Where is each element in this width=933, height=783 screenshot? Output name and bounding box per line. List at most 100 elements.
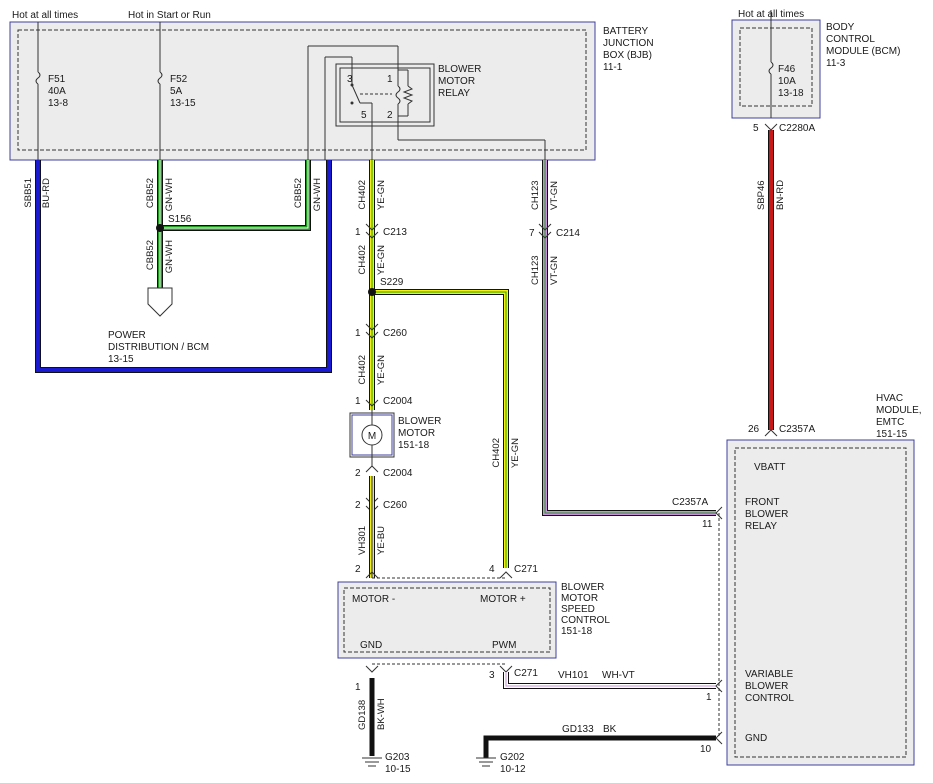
- var-blower-3: CONTROL: [745, 693, 794, 704]
- hvac-vbatt: VBATT: [754, 462, 785, 473]
- speed-name-2: MOTOR: [561, 593, 598, 604]
- bjb-name-2: JUNCTION: [603, 38, 654, 49]
- ch123-b-color: VT-GN: [549, 256, 560, 285]
- hvac-ref: 151-15: [876, 429, 908, 440]
- gd138-color: BK-WH: [376, 698, 387, 730]
- wire-gd133: GD133 BK: [483, 724, 716, 758]
- hvac-name-2: MODULE,: [876, 405, 922, 416]
- hot-at-all-times-left: Hot at all times: [12, 10, 78, 21]
- c260-bot-pin: 2: [355, 500, 361, 511]
- ch123-a-circuit: CH123: [530, 180, 541, 210]
- ground-g203: G203 10-15: [362, 752, 411, 775]
- f51-ref: 13-8: [48, 98, 68, 109]
- gd133-circuit: GD133: [562, 724, 594, 735]
- sbb51-circuit: SBB51: [23, 178, 34, 208]
- f52-ref: 13-15: [170, 98, 196, 109]
- bjb-name-3: BOX (BJB): [603, 50, 652, 61]
- c2357a-11-pin: 11: [702, 519, 713, 530]
- c214-pin: 7: [529, 228, 535, 239]
- f52-name: F52: [170, 74, 188, 85]
- wire-vh101: VH101 WH-VT: [503, 670, 716, 689]
- c2357a-26-pin: 26: [748, 424, 760, 435]
- front-blower-3: RELAY: [745, 521, 777, 532]
- connector-c260-top: 1 C260: [355, 323, 407, 339]
- cbb52-c-circuit: CBB52: [145, 240, 156, 270]
- c2280a-name: C2280A: [779, 123, 815, 134]
- splice-s156-dot: [156, 224, 164, 232]
- connector-hvac-var-1: 1: [706, 679, 723, 703]
- relay-pin-1: 1: [387, 74, 393, 85]
- wire-sbb51: SBB51 BU-RD: [23, 160, 332, 373]
- c214-name: C214: [556, 228, 580, 239]
- speed-name-1: BLOWER: [561, 582, 604, 593]
- bcm-name-2: CONTROL: [826, 34, 875, 45]
- g202-name: G202: [500, 752, 525, 763]
- c213-name: C213: [383, 227, 407, 238]
- power-dist-1: POWER: [108, 330, 146, 341]
- hvac-gnd: GND: [745, 733, 767, 744]
- cbb52-b-circuit: CBB52: [293, 178, 304, 208]
- speed-ref: 151-18: [561, 626, 593, 637]
- ch402-b-color: YE-GN: [376, 245, 387, 275]
- splice-s156: S156: [168, 214, 192, 225]
- g203-ref: 10-15: [385, 764, 411, 775]
- c2004-top-pin: 1: [355, 396, 361, 407]
- connector-c2357a-26: 26 C2357A: [748, 424, 815, 437]
- speed-name-3: SPEED: [561, 604, 595, 615]
- f52-rating: 5A: [170, 86, 183, 97]
- c271-pin-4: 4: [489, 564, 495, 575]
- sbp46-color: BN-RD: [775, 180, 786, 210]
- relay-name-2: MOTOR: [438, 76, 475, 87]
- fuse-f51: F51 40A 13-8: [35, 22, 68, 160]
- hvac-var-pin: 1: [706, 692, 712, 703]
- cbb52-b-color: GN-WH: [312, 178, 323, 211]
- motor-plus-label: MOTOR +: [480, 594, 526, 605]
- relay-pin-2: 2: [387, 110, 393, 121]
- body-control-module: F46 10A 13-18 BODY CONTROL MODULE (BCM) …: [731, 10, 900, 119]
- ch123-b-circuit: CH123: [530, 255, 541, 285]
- c271-bot-name: C271: [514, 668, 538, 679]
- g203-name: G203: [385, 752, 410, 763]
- connector-c2004-top: 1 C2004: [355, 396, 413, 407]
- vh301-circuit: VH301: [357, 526, 368, 555]
- ch402-a-color: YE-GN: [376, 180, 387, 210]
- hot-in-start-or-run: Hot in Start or Run: [128, 10, 211, 21]
- connector-c214: 7 C214: [529, 223, 580, 239]
- connector-hvac-gnd-10: 10: [700, 731, 723, 755]
- wire-cbb52: S156 CBB52 GN-WH CBB52 GN-WH CBB52 GN-WH: [145, 160, 323, 288]
- blower-motor: M BLOWER MOTOR 151-18: [349, 410, 441, 466]
- front-blower-1: FRONT: [745, 497, 779, 508]
- c213-pin: 1: [355, 227, 361, 238]
- f46-rating: 10A: [778, 76, 796, 87]
- f51-rating: 40A: [48, 86, 66, 97]
- c2357a-26-name: C2357A: [779, 424, 815, 435]
- c2280a-pin: 5: [753, 123, 759, 134]
- vh101-circuit: VH101: [558, 670, 589, 681]
- power-dist-ref: 13-15: [108, 354, 134, 365]
- ch402-c-circuit: CH402: [357, 355, 368, 385]
- connector-c213: 1 C213: [355, 223, 407, 239]
- connector-c2004-bot: 2 C2004: [355, 465, 413, 479]
- splice-s229-dot: [368, 288, 376, 296]
- motor-minus-label: MOTOR -: [352, 594, 395, 605]
- bjb-ref: 11-1: [603, 62, 623, 73]
- c271-pin-2: 2: [355, 564, 361, 575]
- gd133-color: BK: [603, 724, 617, 735]
- c2004-top-name: C2004: [383, 396, 413, 407]
- ch402-d-circuit: CH402: [491, 438, 502, 468]
- blower-motor-ref: 151-18: [398, 440, 430, 451]
- power-distribution-bcm: POWER DISTRIBUTION / BCM 13-15: [108, 287, 209, 365]
- front-blower-2: BLOWER: [745, 509, 788, 520]
- c260-top-pin: 1: [355, 328, 361, 339]
- blower-motor-symbol: M: [368, 431, 376, 442]
- ch402-c-color: YE-GN: [376, 355, 387, 385]
- battery-junction-box: BATTERY JUNCTION BOX (BJB) 11-1: [9, 21, 654, 161]
- wire-ch123: CH123 VT-GN CH123 VT-GN: [530, 160, 716, 516]
- connector-c271-top: 2 4 C271: [355, 564, 538, 579]
- ch123-a-color: VT-GN: [549, 181, 560, 210]
- ch402-a-circuit: CH402: [357, 180, 368, 210]
- f46-name: F46: [778, 64, 796, 75]
- speed-pwm-label: PWM: [492, 640, 516, 651]
- blower-motor-speed-control: MOTOR - MOTOR + GND PWM BLOWER MOTOR SPE…: [337, 581, 610, 659]
